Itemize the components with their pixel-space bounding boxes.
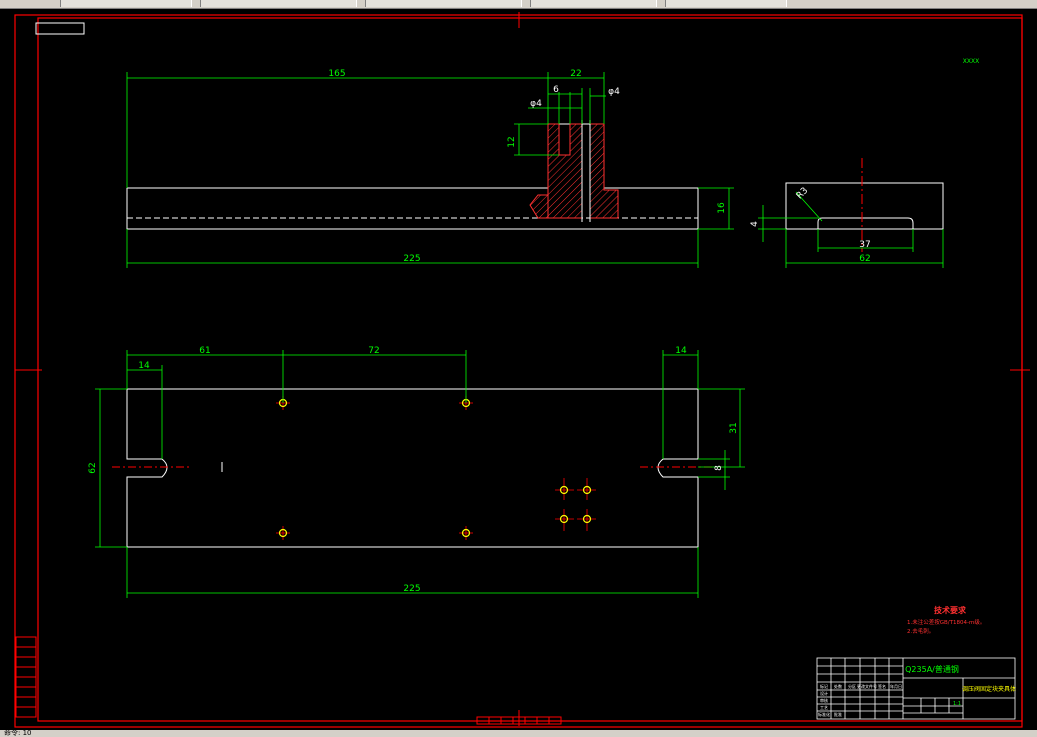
tb-label: 标记 (820, 683, 828, 689)
dim-61: 61 (199, 346, 210, 356)
tb-row-label: 标准化 (818, 711, 830, 717)
dim-31: 31 (729, 422, 739, 433)
dim-165: 165 (328, 69, 345, 79)
dim-14-right: 14 (675, 346, 687, 356)
dim-r3: R3 (795, 186, 811, 202)
section-hatch (529, 120, 619, 222)
tb-row-label: 设计 (820, 690, 828, 696)
tech-requirements: 技术要求 1.未注公差按GB/T1804-m级。 2.去毛刺。 (907, 605, 985, 635)
dim-225-top: 225 (403, 584, 420, 594)
dim-4: 4 (750, 221, 760, 227)
tb-label: 分区 (848, 683, 856, 689)
dim-16: 16 (717, 202, 727, 214)
material-label: Q235A/普通钢 (905, 664, 959, 674)
side-view: R3 4 37 62 (750, 158, 944, 268)
toolbar-button[interactable] (530, 0, 657, 7)
mounting-holes (276, 396, 596, 540)
inner-frame (37, 17, 1023, 722)
scale-value: 1:1 (953, 701, 961, 707)
corner-box (35, 22, 85, 35)
toolbar-button[interactable] (200, 0, 357, 7)
title-block: Q235A/普通钢 调压阀固定块夹具体 1:1 标记 处数 分区 更改文件号 签… (816, 657, 1016, 720)
corner-mark: XXXX (963, 58, 979, 65)
frame-center-marks (15, 12, 1030, 726)
tb-label: 年月日 (890, 683, 902, 689)
tb-label: 签名 (878, 683, 886, 689)
dim-72: 72 (368, 346, 379, 356)
tb-label: 更改文件号 (857, 683, 877, 689)
tech-line-1: 1.未注公差按GB/T1804-m级。 (907, 618, 985, 626)
dim-phi4-left: φ4 (530, 99, 542, 109)
dim-phi4-right: φ4 (608, 87, 620, 97)
top-view: 61 72 14 14 62 31 8 225 (88, 346, 745, 598)
left-stamp-column (15, 636, 37, 718)
tb-row-label: 工艺 (820, 705, 828, 710)
tb-row-label: 批准 (834, 711, 842, 717)
dim-22: 22 (570, 69, 581, 79)
dim-8: 8 (714, 465, 724, 471)
toolbar-button[interactable] (665, 0, 787, 7)
tb-row-label: 审核 (820, 697, 828, 703)
dim-62-top: 62 (88, 462, 98, 473)
toolbar-strip (0, 0, 1037, 9)
dim-62-side: 62 (859, 254, 870, 264)
outer-frame (14, 14, 1023, 728)
dim-14-left: 14 (138, 361, 150, 371)
dim-225-front: 225 (403, 254, 420, 264)
toolbar-button[interactable] (60, 0, 192, 7)
tech-title: 技术要求 (934, 605, 967, 615)
toolbar-button[interactable] (365, 0, 522, 7)
drawing-canvas[interactable]: 165 22 6 φ4 φ4 12 16 225 R3 4 37 62 (0, 9, 1037, 730)
dim-12: 12 (507, 136, 517, 147)
part-name: 调压阀固定块夹具体 (962, 685, 1016, 693)
dim-37: 37 (859, 240, 870, 250)
tech-line-2: 2.去毛刺。 (907, 627, 934, 635)
bottom-scale (476, 716, 562, 725)
front-view: 165 22 6 φ4 φ4 12 16 225 (126, 69, 734, 268)
tb-label: 处数 (834, 683, 842, 689)
dim-6: 6 (553, 85, 559, 95)
command-line[interactable]: 命令: 10 (0, 730, 1037, 737)
